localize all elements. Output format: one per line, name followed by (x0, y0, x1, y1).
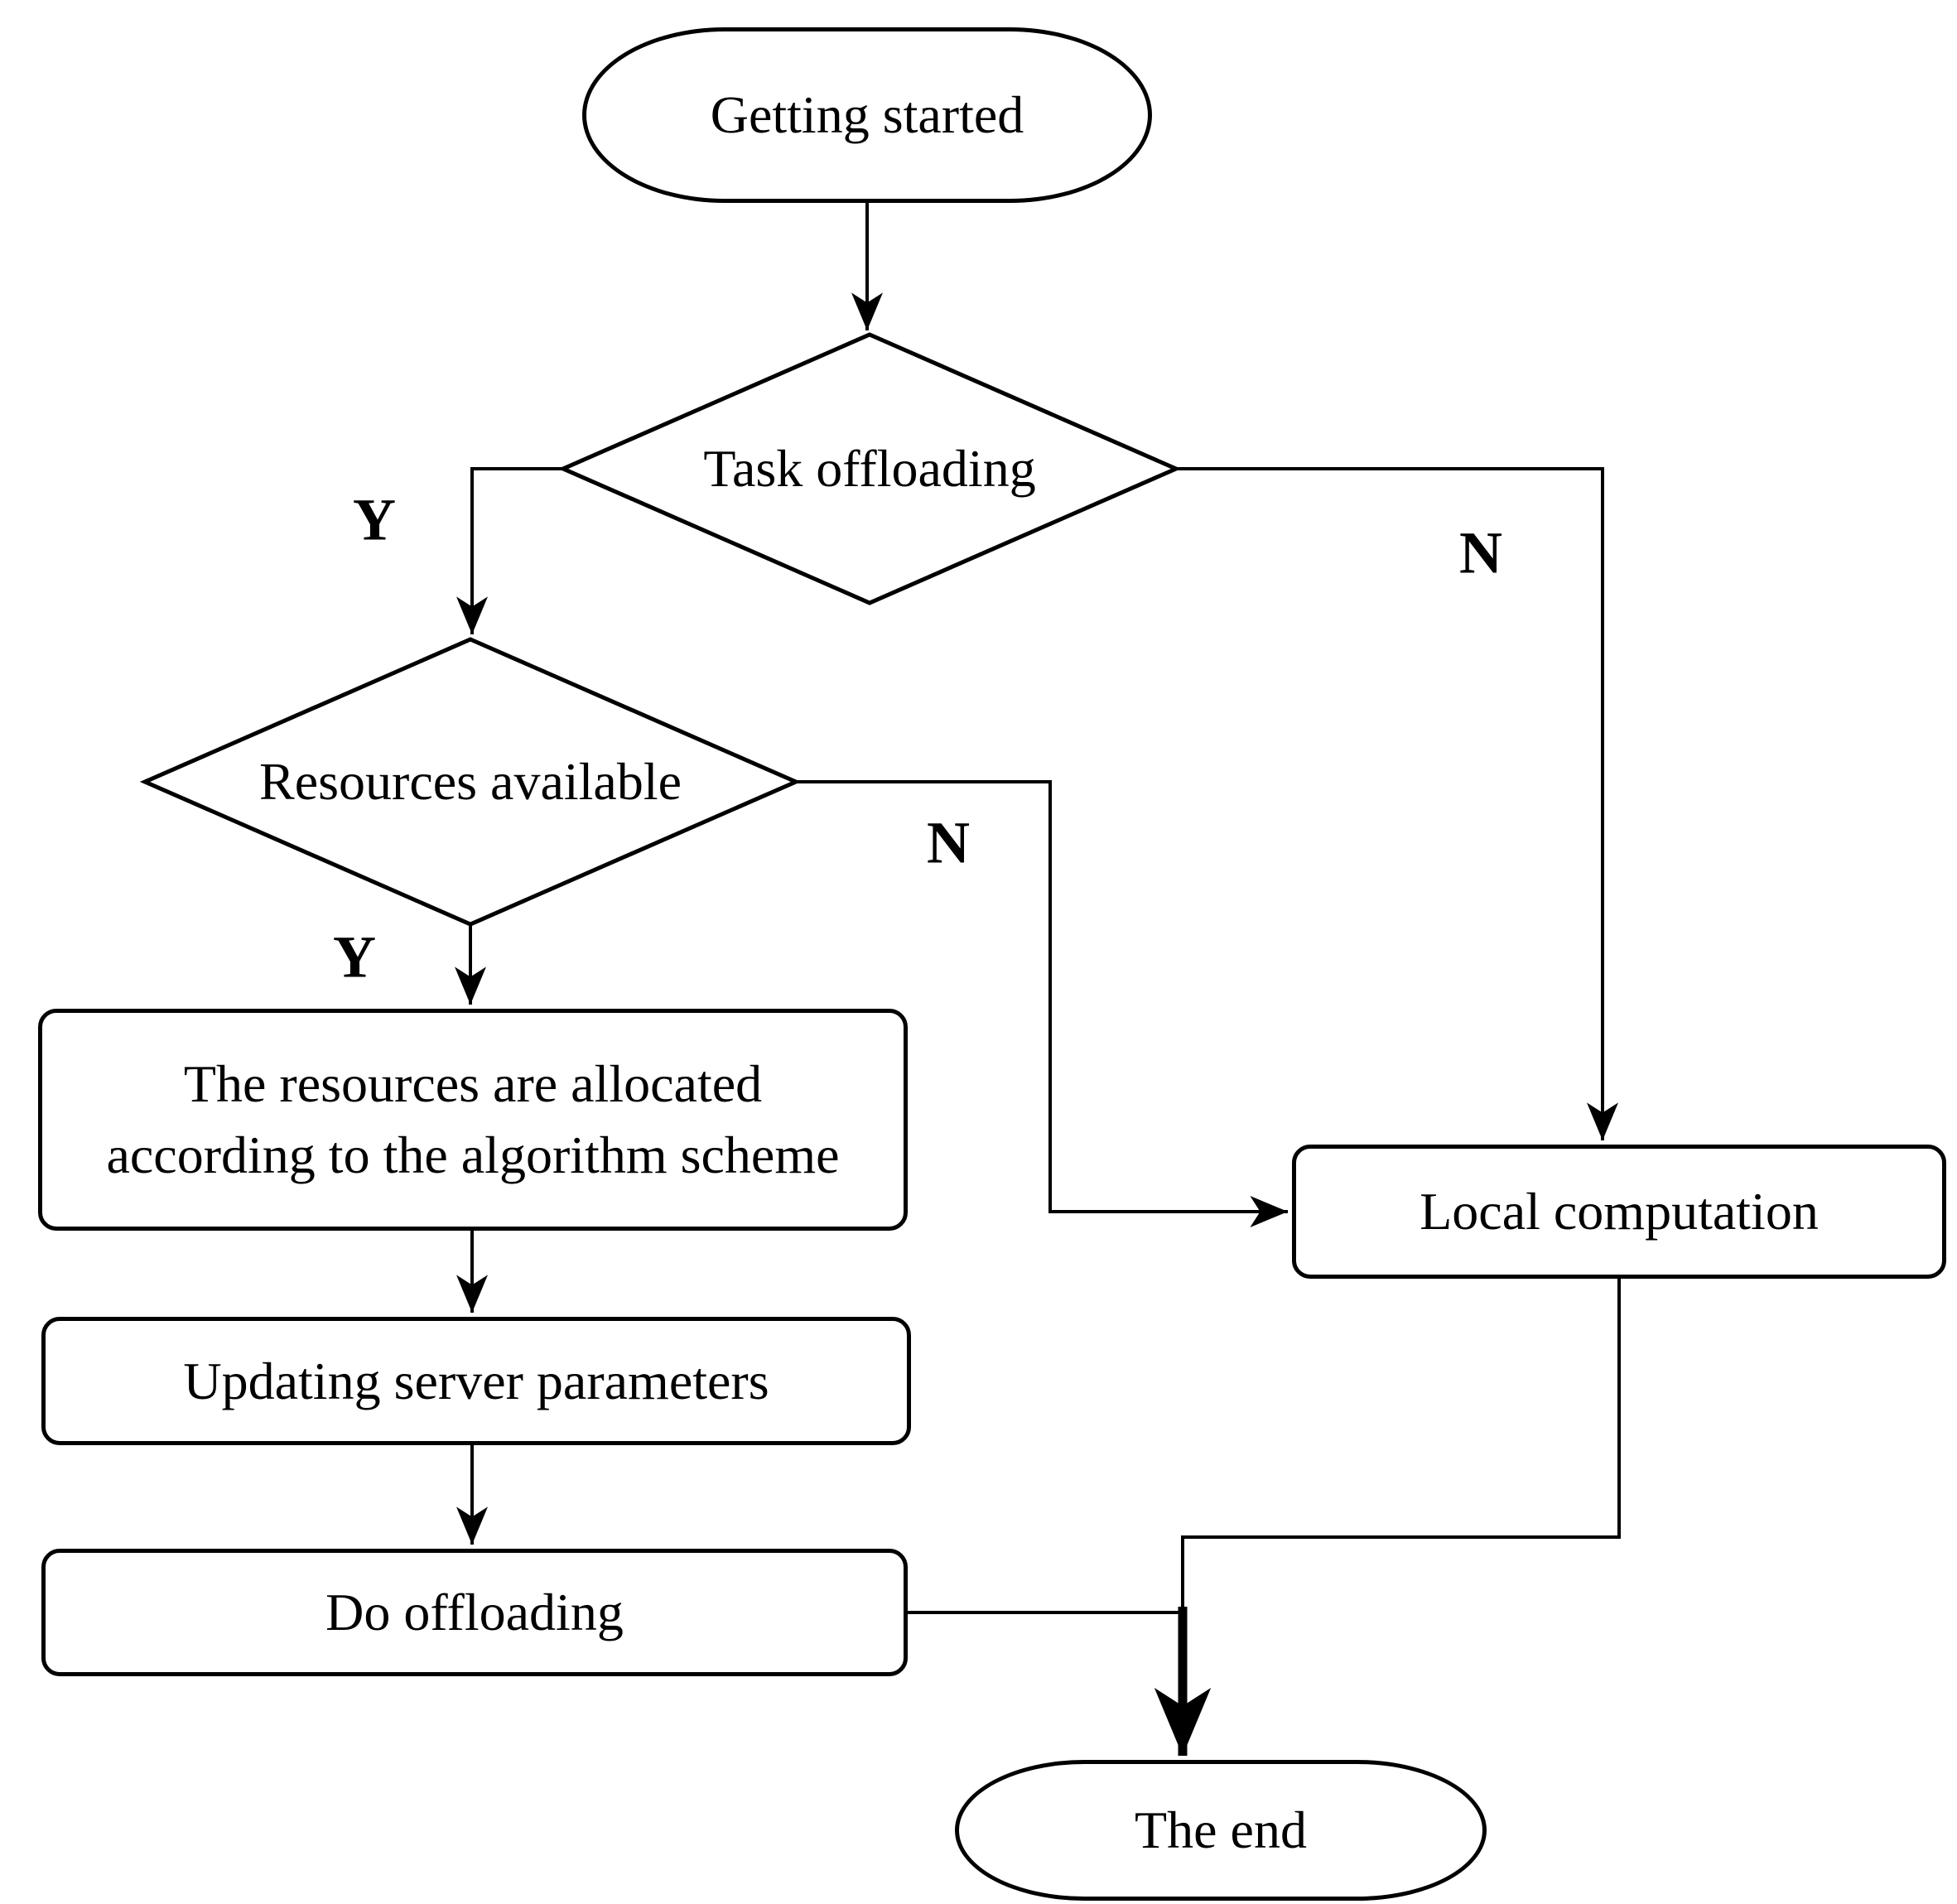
task-offloading-decision-label: Task offloading (703, 439, 1036, 498)
start-terminator: Getting started (582, 27, 1152, 203)
do-offloading-process: Do offloading (41, 1549, 908, 1676)
edge-task-offloading-yes (456, 467, 563, 635)
updating-server-parameters-process: Updating server parameters (41, 1317, 911, 1445)
end-terminator-label: The end (1135, 1800, 1307, 1860)
do-offloading-label: Do offloading (325, 1583, 624, 1642)
resources-available-decision-label: Resources available (259, 752, 682, 811)
edge-resources-available-no (796, 780, 1288, 1227)
start-terminator-label: Getting started (710, 85, 1024, 145)
local-computation-label: Local computation (1420, 1182, 1819, 1241)
task-offloading-diamond-shape (557, 332, 1182, 605)
updating-server-parameters-label: Updating server parameters (183, 1351, 769, 1410)
branch-label-resources-available-yes: Y (333, 923, 376, 991)
allocate-resources-process: The resources are allocated according to… (38, 1009, 908, 1231)
edge-task-offloading-no (1176, 467, 1618, 1140)
resources-available-diamond-shape (139, 637, 802, 927)
branch-label-task-offloading-no: N (1459, 519, 1502, 586)
allocate-resources-line2: according to the algorithm scheme (106, 1126, 840, 1184)
branch-label-resources-available-no: N (927, 809, 970, 876)
allocate-resources-line1: The resources are allocated (183, 1054, 763, 1114)
branch-label-task-offloading-yes: Y (353, 486, 396, 553)
local-computation-process: Local computation (1292, 1145, 1946, 1279)
end-terminator: The end (955, 1760, 1487, 1901)
edge-local-computation-out (1181, 1279, 1621, 1611)
